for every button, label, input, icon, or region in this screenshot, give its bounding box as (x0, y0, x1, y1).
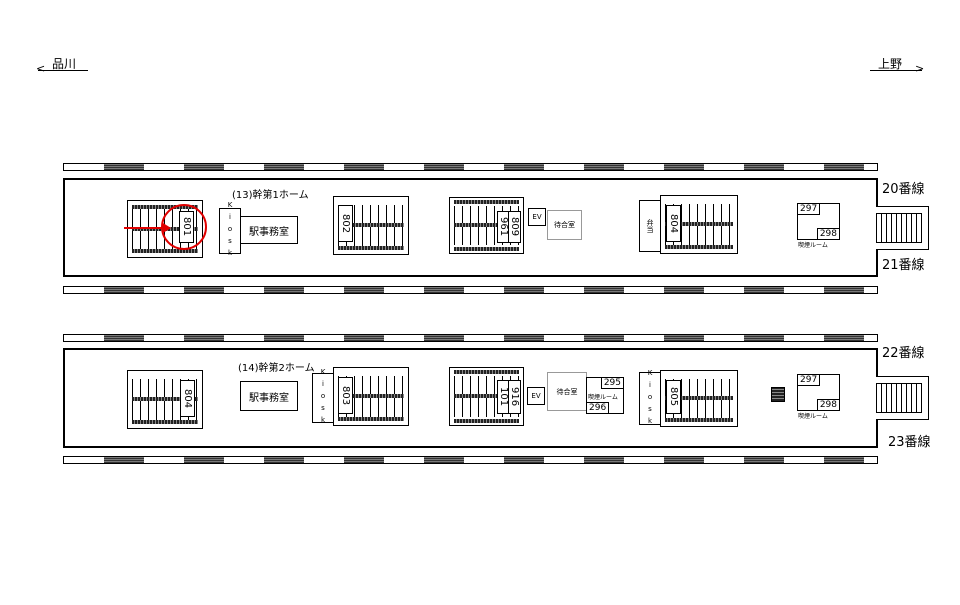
platform-edge-strip (63, 334, 878, 342)
stair-label-809: 809 (508, 211, 521, 243)
red-arrow-icon (124, 227, 166, 229)
smoking-room-number: 298 (816, 228, 840, 240)
smoking-room-label: 喫煙ルーム (588, 394, 618, 401)
smoking-room-number: 295 (600, 377, 624, 389)
station-office: 駅事務室 (240, 216, 298, 244)
smoking-room-label: 喫煙ルーム (798, 242, 828, 249)
kiosk: Kiosk (312, 368, 334, 428)
stair-label-804: 804 (180, 380, 195, 417)
arrowhead-right-icon: > (915, 62, 925, 75)
stair-label-804: 804 (666, 205, 681, 242)
platform-2-title: (14)幹第2ホーム (238, 363, 315, 374)
track-22-label: 22番線 (882, 346, 925, 361)
direction-shinagawa: 品川 (52, 57, 77, 71)
smoking-room: 295 喫煙ルーム 296 (586, 377, 624, 414)
stair-label-916: 916 (508, 380, 521, 414)
track-23-label: 23番線 (888, 435, 931, 450)
red-arrowhead-icon (163, 223, 171, 233)
smoking-room-number: 298 (816, 399, 840, 411)
kiosk: Kiosk (219, 201, 241, 261)
stair-label-805: 805 (666, 380, 681, 414)
stair-label-803: 803 (338, 377, 353, 414)
connector-stair (876, 376, 929, 420)
station-office: 駅事務室 (240, 381, 298, 411)
platform-1-title: (13)幹第1ホーム (232, 190, 309, 201)
waiting-room: 待合室 (547, 210, 582, 240)
kiosk: Kiosk (639, 369, 661, 429)
elevator: EV (527, 387, 545, 405)
smoking-room-number: 296 (586, 402, 610, 414)
right-arrow-icon (870, 70, 922, 71)
smoking-room-number: 297 (797, 374, 821, 386)
arrowhead-left-icon: < (36, 62, 46, 75)
track-20-label: 20番線 (882, 182, 925, 197)
bento-shop: 弁当 (639, 200, 661, 252)
connector-stair (876, 206, 929, 250)
smoking-room: 297 298 (797, 374, 840, 411)
pillar-icon (771, 387, 785, 402)
stair-961-809[interactable] (449, 197, 524, 254)
left-arrow-icon (38, 70, 88, 71)
elevator: EV (528, 208, 546, 226)
platform-edge-strip (63, 286, 878, 294)
platform-edge-strip (63, 163, 878, 171)
track-21-label: 21番線 (882, 258, 925, 273)
platform-edge-strip (63, 456, 878, 464)
smoking-room-label: 喫煙ルーム (798, 413, 828, 420)
stair-label-802: 802 (338, 205, 353, 242)
smoking-room-number: 297 (797, 203, 821, 215)
waiting-room: 待合室 (547, 372, 587, 411)
direction-ueno: 上野 (878, 57, 903, 71)
smoking-room: 297 298 (797, 203, 840, 240)
